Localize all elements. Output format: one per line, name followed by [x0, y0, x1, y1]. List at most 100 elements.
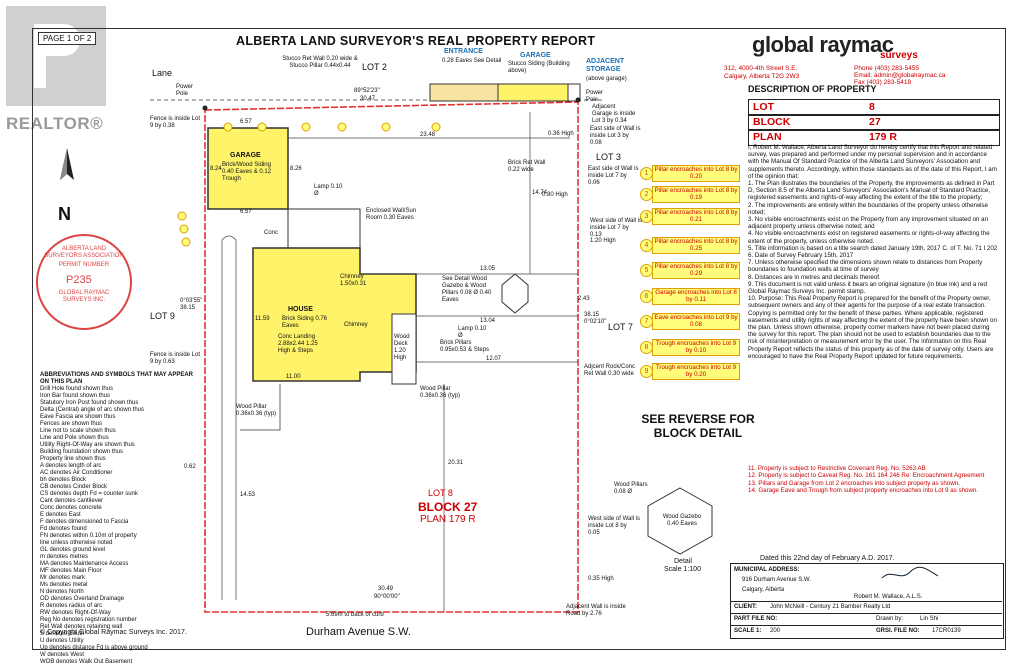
legend-item: line unless otherwise noted [40, 540, 113, 546]
legend-item: WOB denotes Walk Out Basement [40, 659, 133, 665]
legend-item: Cant denotes cantilever [40, 498, 104, 504]
desc-row-plan: PLAN 179 R [748, 129, 1000, 146]
legend-item: A denotes length of arc [40, 463, 102, 469]
legend-item: N denotes North [40, 589, 84, 595]
legend-item: E denotes East [40, 512, 81, 518]
top-bearing: 89°52'23" [354, 88, 380, 94]
legend-item: Eave Fascia are shown thus [40, 414, 116, 420]
legend-item: FN denotes within 0.10m of property [40, 533, 137, 539]
footer-copyright: © Copyright Global Raymac Surveys Inc. 2… [40, 629, 187, 636]
dimension-035-label: 0.35 High [588, 576, 614, 582]
info-divider [730, 601, 1002, 602]
brick-wall-note: Brick Ret Wall 0.22 wide [508, 160, 546, 173]
block-label: BLOCK 27 [418, 500, 478, 514]
company-logo-sub: surveys [880, 50, 918, 61]
pillar-marker-1 [223, 122, 233, 132]
street-name: Durham Avenue S.W. [306, 626, 411, 638]
callout-6: Garage encroaches into Lot 8 by 0.11 [652, 288, 740, 305]
west-wall-lot7-note: West side of Wall is inside Lot 7 by 0.1… [590, 218, 643, 238]
legend-item: Property line shown thus [40, 456, 106, 462]
pillar-marker-9 [181, 237, 191, 247]
certification-text: I, Robert M. Wallace, Alberta Land Surve… [748, 144, 998, 360]
garage-dim-right: 8.26 [290, 166, 302, 172]
info-divider [730, 625, 1002, 626]
legend-item: CB denotes Cinder Block [40, 484, 108, 490]
gazebo-outline [501, 273, 529, 314]
lot3-label: LOT 3 [596, 152, 621, 162]
callout-4: Pillar encroaches into Lot 8 by 0.25 [652, 237, 740, 254]
desc-plan-label: PLAN [753, 131, 782, 143]
callout-3: Pillar encroaches into Lot 8 by 0.21 [652, 208, 740, 225]
legend-item: Utility Right-Of-Way are shown thus [40, 442, 135, 448]
plan-label: PLAN 179 R [420, 514, 476, 525]
legend-item: Fd denotes found [40, 526, 87, 532]
certification-item-7: 7. Unless otherwise specified the dimens… [748, 259, 983, 274]
company-address-2: Calgary, Alberta T2G 2W3 [724, 73, 800, 80]
red-note-11: 11. Property is subject to Restrictive C… [748, 465, 926, 472]
legend-item: F denotes dimensioned to Fascia [40, 519, 129, 525]
pillar-marker-4 [337, 122, 347, 132]
pillar-marker-8 [179, 224, 189, 234]
desc-row-block: BLOCK 27 [748, 114, 1000, 131]
certification-item-1: 1. The Plan illustrates the boundaries o… [748, 180, 995, 202]
brick-pillars-label: Brick Pillars 0.95x0.53 & Steps [440, 340, 490, 353]
callout-8: Trough encroaches into Lot 9 by 0.10 [652, 339, 740, 356]
callout-7: Eave encroaches into Lot 9 by 0.08 [652, 313, 740, 330]
legend-item: Conc denotes concrete [40, 505, 102, 511]
stucco-wall-note: Stucco Ret Wall 0.20 wide & Stucco Pilla… [282, 56, 358, 69]
legend-item: Delta (Central) angle of arc shown thus [40, 407, 145, 413]
callout-1: Pillar encroaches into Lot 8 by 0.20 [652, 165, 740, 182]
wood-pillar-mid-label: Wood Pillar 0.36x0.36 (typ) [420, 386, 461, 399]
dimension-1305-label: 13.05 [480, 266, 496, 272]
page-label: PAGE 1 OF 2 [38, 32, 97, 45]
drawn-by-value: Lin Shi [920, 616, 939, 622]
legend-item: Line and Pole shown thus [40, 435, 109, 441]
legend-item: OD denotes Overland Drainage [40, 596, 125, 602]
garage-dim-top: 6.57 [240, 119, 252, 125]
legend-item: GL denotes ground level [40, 547, 106, 553]
legend-item: Drill Hole found shown thus [40, 386, 114, 392]
fence-lot9-bottom-note: Fence is inside Lot 9 by 0.63 [150, 352, 201, 365]
dated-line: Dated this 22nd day of February A.D. 201… [760, 555, 895, 562]
certification-item-8: 8. Distances are in metres and decimals … [748, 273, 881, 281]
report-title: ALBERTA LAND SURVEYOR'S REAL PROPERTY RE… [236, 34, 596, 48]
garage-text: Brick/Wood Siding 0.40 Eaves & 0.12 Trou… [222, 162, 272, 182]
description-title: DESCRIPTION OF PROPERTY [748, 84, 877, 94]
legend-item: RW denotes Right-Of-Way [40, 610, 111, 616]
adj-storage-sub: (above garage) [586, 76, 627, 82]
legend: ABBREVIATIONS AND SYMBOLS THAT MAY APPEA… [40, 372, 200, 666]
lane-label: Lane [152, 68, 173, 78]
detail-wood-pillars: Wood Pillars 0.08 Ø [614, 482, 648, 495]
desc-plan-value: 179 R [869, 131, 898, 143]
municipal-address-2: Calgary, Alberta [742, 587, 785, 593]
scale-value: 200 [770, 628, 781, 634]
bottom-bearing: 90°00'00" [374, 594, 400, 600]
municipal-label: MUNICIPAL ADDRESS: [734, 567, 800, 573]
west-wall-lot8-note: West side of Wall is inside Lot 8 by 0.0… [588, 516, 641, 536]
garage-dim-side: 8.24 [210, 166, 222, 172]
certification-item-2: 2. The improvements are entirely within … [748, 201, 988, 216]
red-note-14: 14. Garage Eave and Trough from subject … [748, 487, 979, 495]
municipal-address-1: 916 Durham Avenue S.W. [742, 577, 811, 583]
entrance-outline [429, 83, 499, 102]
legend-item: Iron Bar found shown thus [40, 393, 111, 399]
sunroom-outline [287, 208, 361, 249]
pillar-marker-6 [431, 122, 441, 132]
legend-item: W denotes West [40, 652, 84, 658]
lot2-label: LOT 2 [362, 62, 387, 72]
see-reverse-line1: SEE REVERSE FOR [641, 412, 755, 426]
house-dim-bottom: 11.00 [286, 374, 301, 380]
realtor-brand-label: REALTOR® [6, 114, 104, 133]
house-dim-side: 11.59 [255, 316, 270, 322]
certification-item-9: 9. This document is not valid unless it … [748, 280, 987, 296]
certification-item-6: 6. Date of Survey February 15th, 2017 [748, 252, 854, 260]
conc-label: Conc [264, 230, 279, 236]
power-pole-left-icon [202, 105, 208, 111]
dimension-080-label: 0.80 High [542, 192, 568, 198]
legend-item: Ms denotes metal [40, 582, 88, 588]
conc-landing-label: Conc Landing 2.88x2.44 1.25 High & Steps [278, 334, 318, 354]
wood-deck-outline [391, 313, 417, 385]
permit-stamp: ALBERTA LAND SURVEYORS ASSOCIATION PERMI… [36, 234, 132, 330]
legend-item: Reg No denotes registration number [40, 617, 137, 623]
property-boundary [204, 101, 579, 613]
